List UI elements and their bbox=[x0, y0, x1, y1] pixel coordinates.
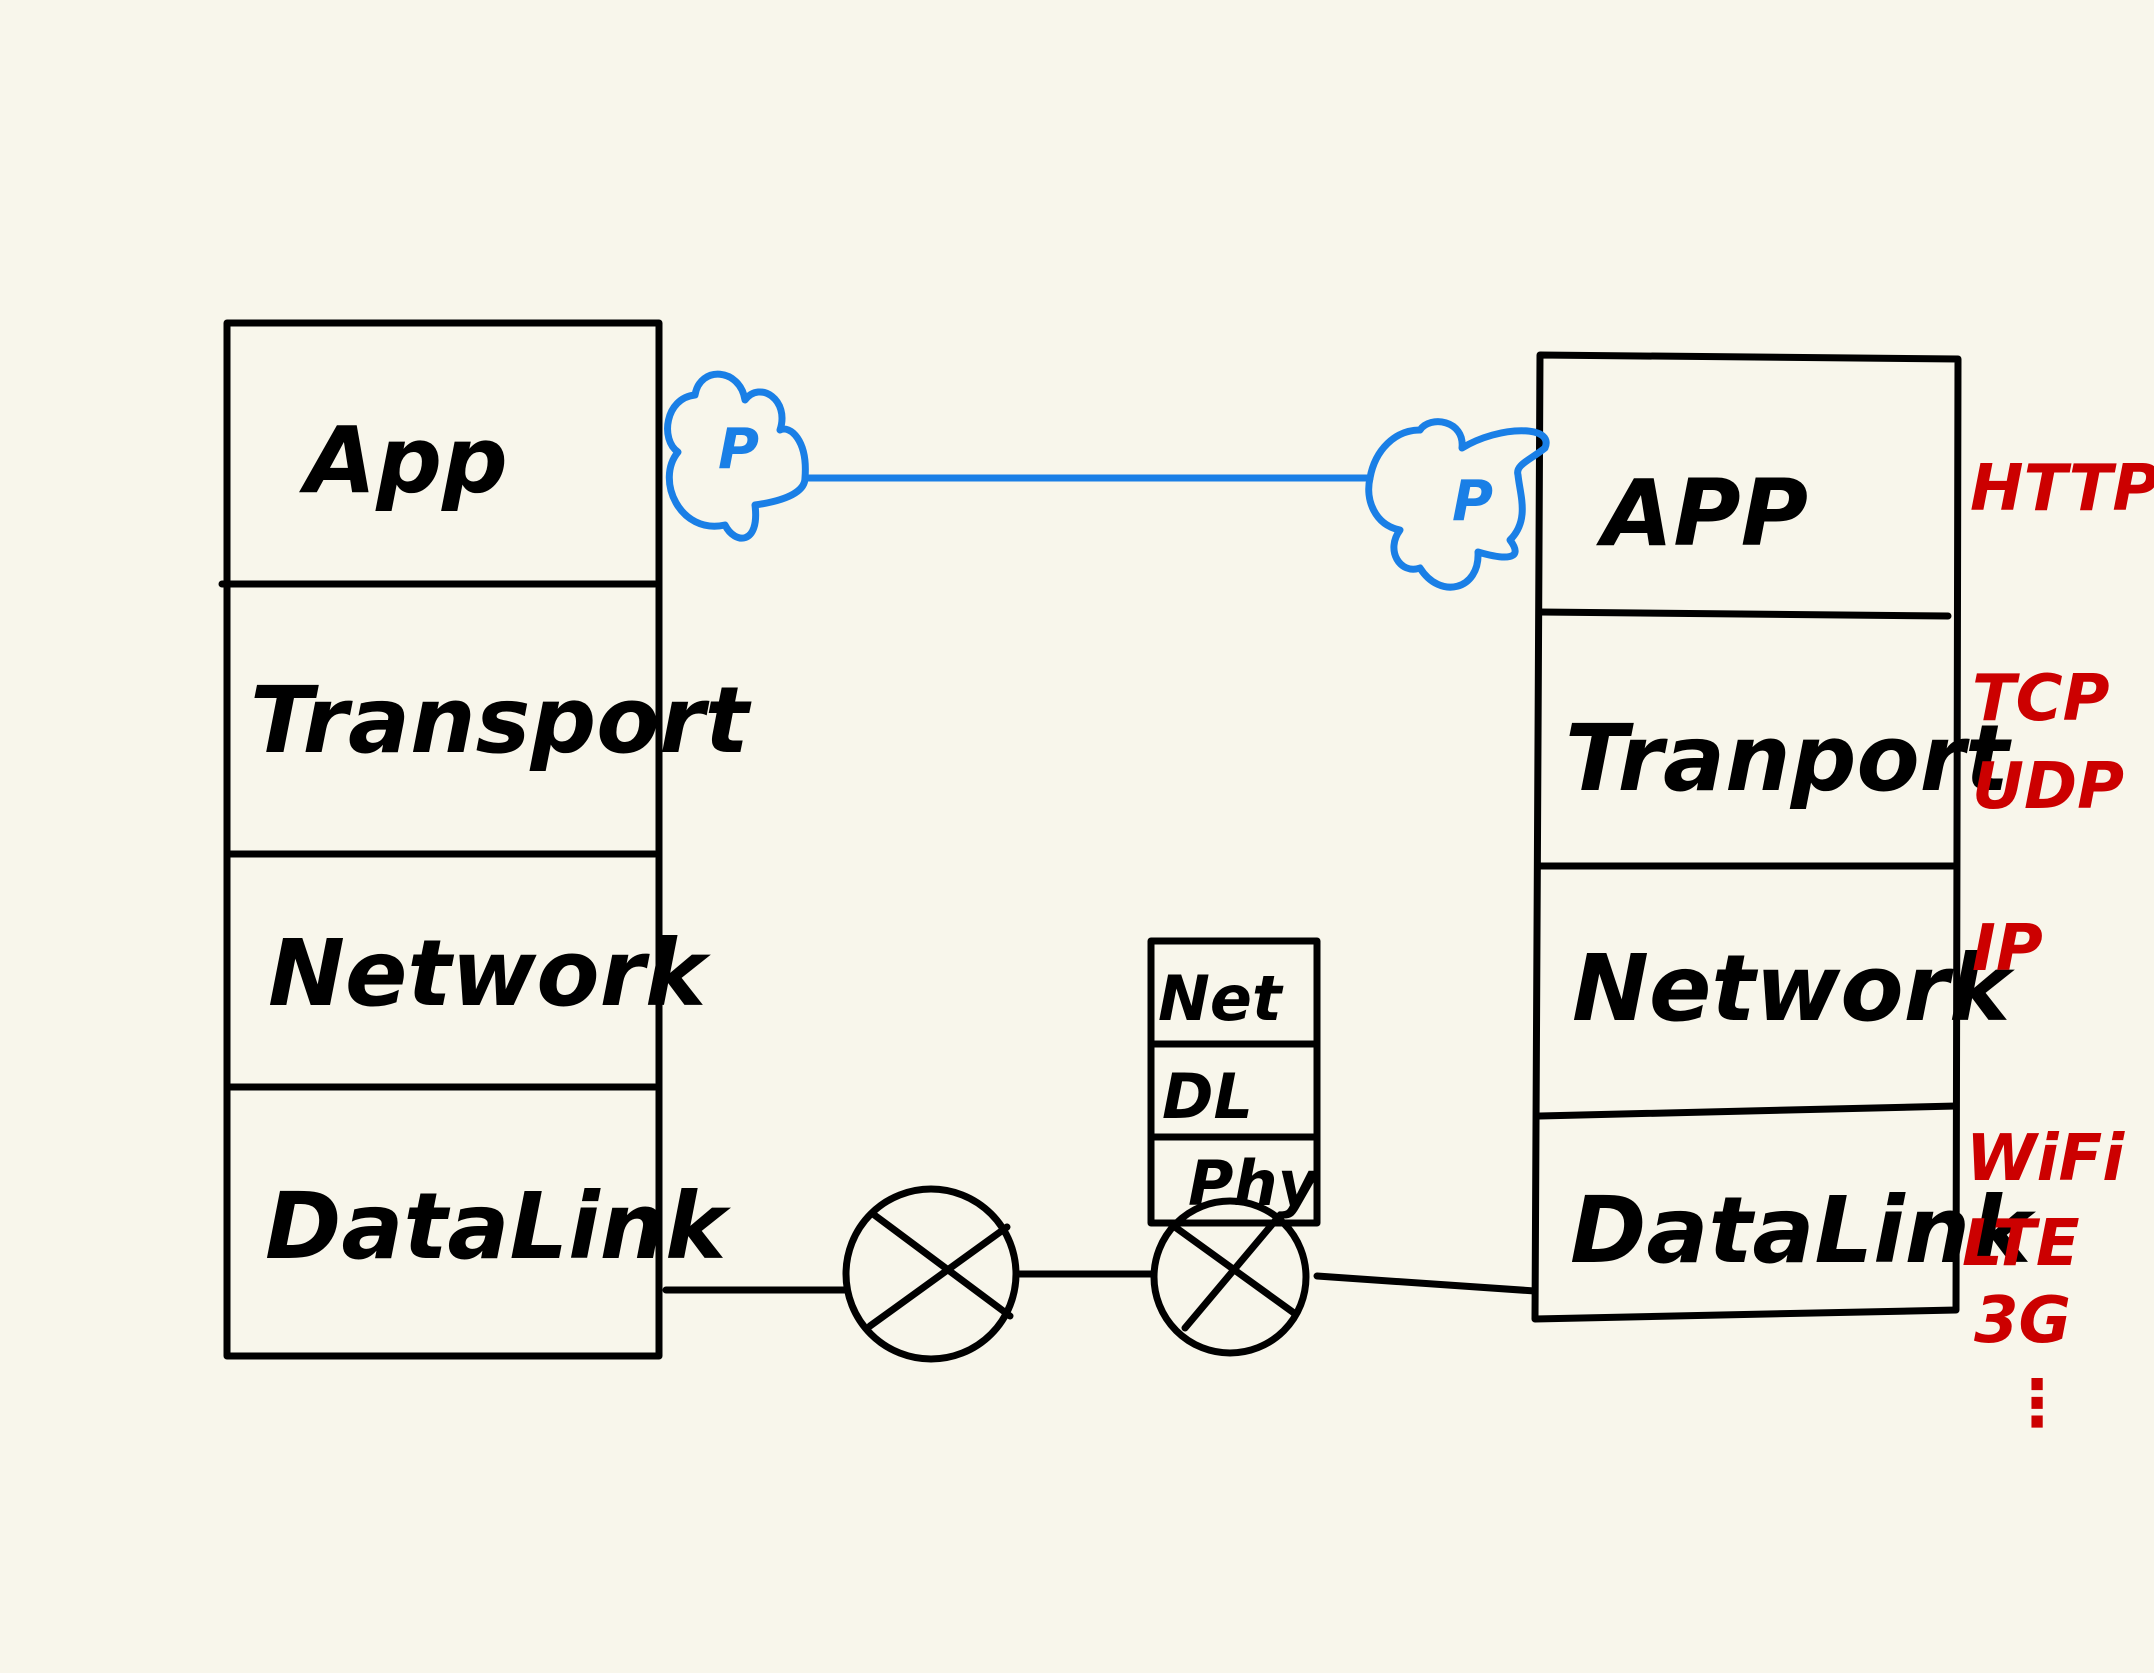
right-divider-network-datalink bbox=[1536, 1102, 1960, 1120]
protocol-tcp: TCP bbox=[1972, 662, 2110, 736]
router-stack: Net DL Phy bbox=[1147, 937, 1321, 1227]
node-1-cross-a bbox=[869, 1210, 1014, 1320]
node-1-cross-b bbox=[866, 1223, 1011, 1330]
link-node2-to-right bbox=[1313, 1272, 1539, 1295]
left-layer-network: Network bbox=[268, 920, 711, 1027]
left-stack-outline bbox=[223, 319, 663, 1360]
left-process-cloud bbox=[664, 370, 809, 542]
right-layer-network: Network bbox=[1572, 935, 2015, 1042]
router-stack-outline bbox=[1147, 937, 1321, 1227]
protocol-3g: 3G bbox=[1974, 1284, 2071, 1358]
router-layer-phy: Phy bbox=[1188, 1147, 1321, 1220]
right-layer-transport: Tranport bbox=[1565, 705, 2012, 812]
right-process-label: P bbox=[1452, 469, 1493, 534]
right-process-cloud bbox=[1365, 418, 1550, 591]
left-layer-app: App bbox=[299, 407, 508, 514]
protocol-http: HTTP bbox=[1970, 452, 2154, 526]
node-2-cross-b bbox=[1181, 1211, 1284, 1332]
router-layer-net: Net bbox=[1158, 962, 1284, 1035]
right-layer-datalink: DataLink bbox=[1570, 1177, 2036, 1284]
node-1-circle bbox=[842, 1185, 1020, 1363]
protocol-lte: LTE bbox=[1962, 1207, 2080, 1281]
node-1 bbox=[842, 1185, 1020, 1363]
protocol-ellipsis: ⋮ bbox=[2005, 1367, 2069, 1441]
right-layer-app: APP bbox=[1596, 460, 1808, 567]
left-stack: App Transport Network DataLink bbox=[218, 319, 752, 1360]
protocol-wifi: WiFi bbox=[1966, 1122, 2125, 1196]
process-connection: P P bbox=[664, 370, 1550, 591]
right-stack-outline bbox=[1531, 351, 1962, 1323]
router-layer-dl: DL bbox=[1162, 1060, 1253, 1133]
protocol-annotations: HTTP TCP UDP IP WiFi LTE 3G ⋮ bbox=[1962, 452, 2154, 1441]
node-2-circle bbox=[1150, 1197, 1310, 1357]
left-layer-datalink: DataLink bbox=[265, 1173, 731, 1280]
left-layer-transport: Transport bbox=[250, 667, 752, 774]
left-process-label: P bbox=[718, 417, 759, 482]
protocol-udp: UDP bbox=[1972, 750, 2124, 824]
left-process: P bbox=[664, 370, 809, 542]
physical-links bbox=[662, 1185, 1539, 1363]
right-stack: APP Tranport Network DataLink bbox=[1531, 351, 2036, 1323]
right-process: P bbox=[1365, 418, 1550, 591]
protocol-ip: IP bbox=[1972, 912, 2043, 986]
right-divider-app-transport bbox=[1536, 608, 1952, 620]
node-2 bbox=[1150, 1197, 1310, 1357]
